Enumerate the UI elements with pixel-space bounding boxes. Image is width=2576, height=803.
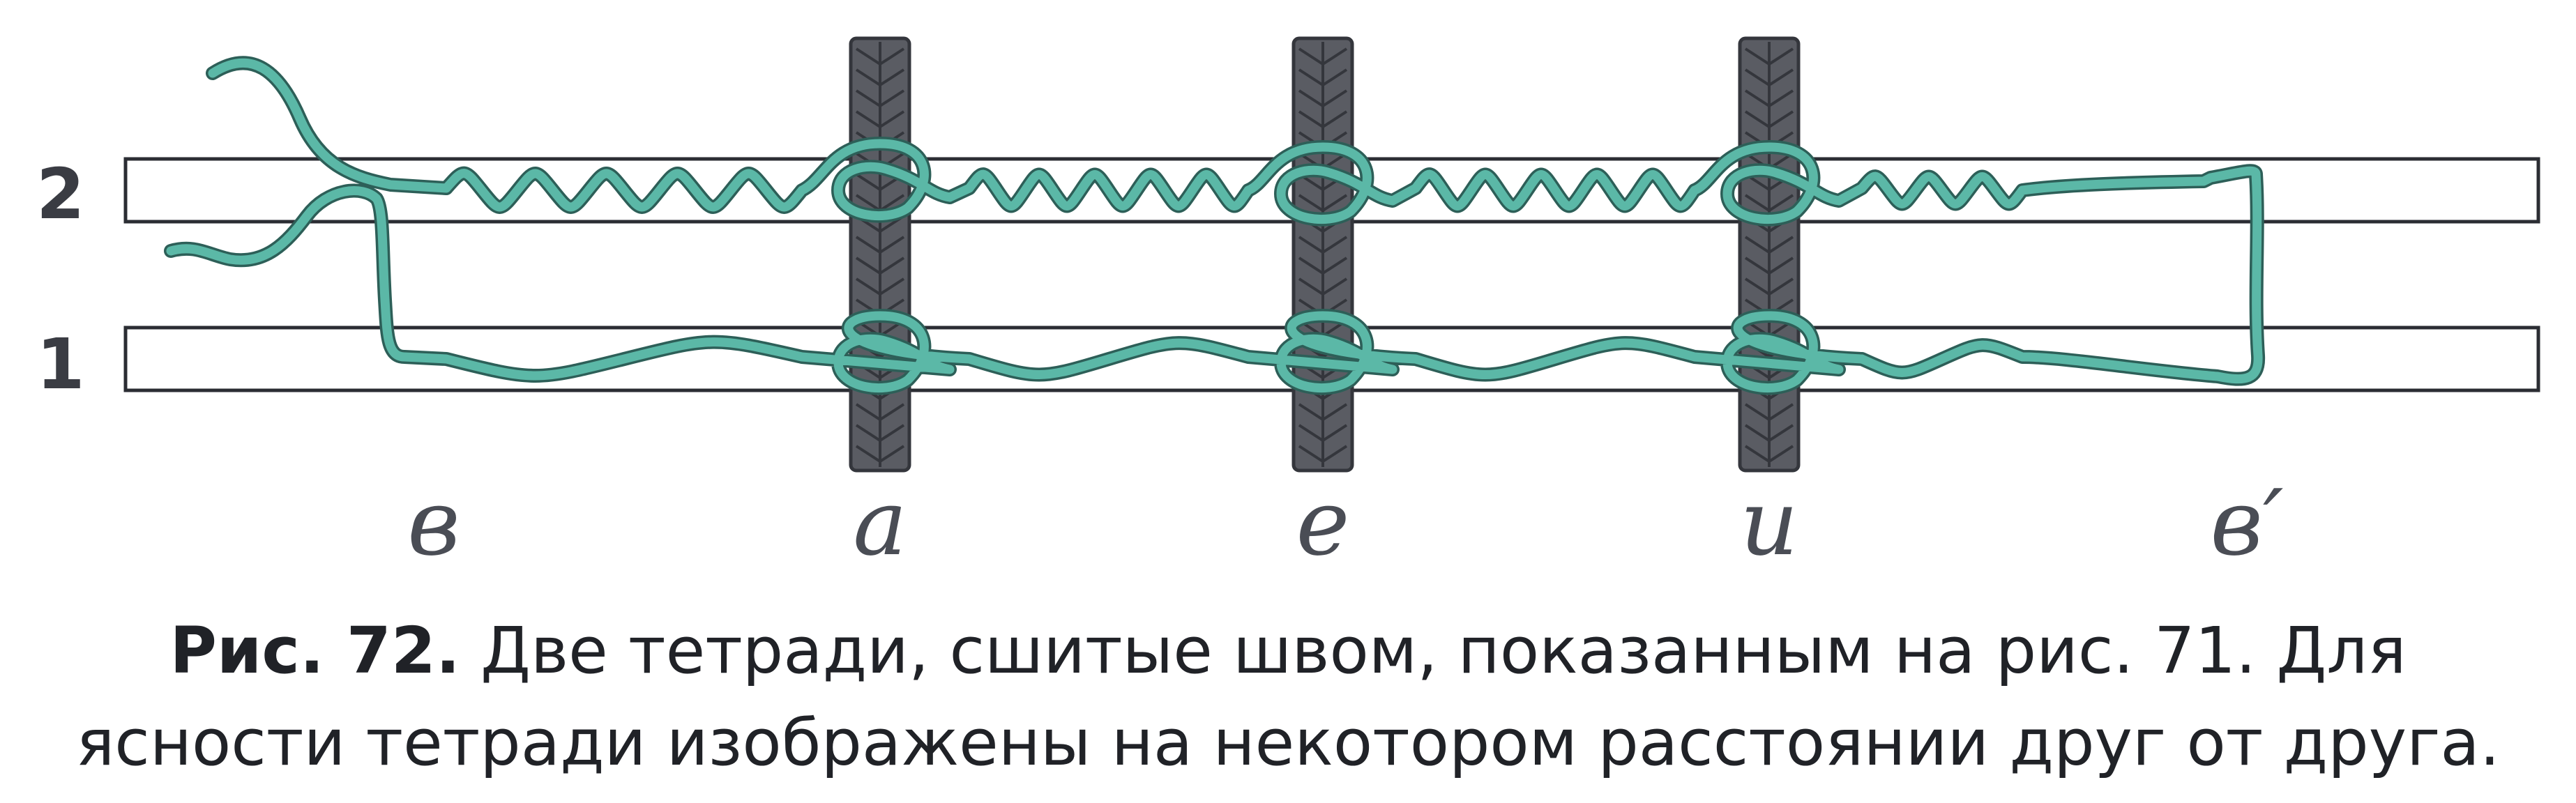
position-label-i: и [1740, 470, 1798, 576]
sewing-diagram: 2 1 в а е и в′ [36, 36, 2540, 576]
position-label-e: е [1296, 470, 1350, 576]
caption-figure-number: Рис. 72. [169, 613, 460, 688]
position-label-v-prime: в′ [2210, 470, 2283, 576]
position-label-v: в [407, 470, 460, 576]
caption-line-1: Рис. 72. Две тетради, сшитые швом, показ… [28, 605, 2548, 697]
cord-e [1291, 36, 1354, 473]
caption-text-1: Две тетради, сшитые швом, показанным на … [460, 613, 2407, 688]
sewing-thread [164, 56, 2266, 395]
figure-caption: Рис. 72. Две тетради, сшитые швом, показ… [28, 605, 2548, 789]
cord-a [849, 36, 911, 473]
position-label-a: а [853, 470, 907, 576]
row-label-2: 2 [36, 153, 85, 235]
cord-i [1738, 36, 1801, 473]
row-label-1: 1 [36, 323, 85, 405]
caption-line-2: ясности тетради изображены на некотором … [75, 705, 2501, 780]
